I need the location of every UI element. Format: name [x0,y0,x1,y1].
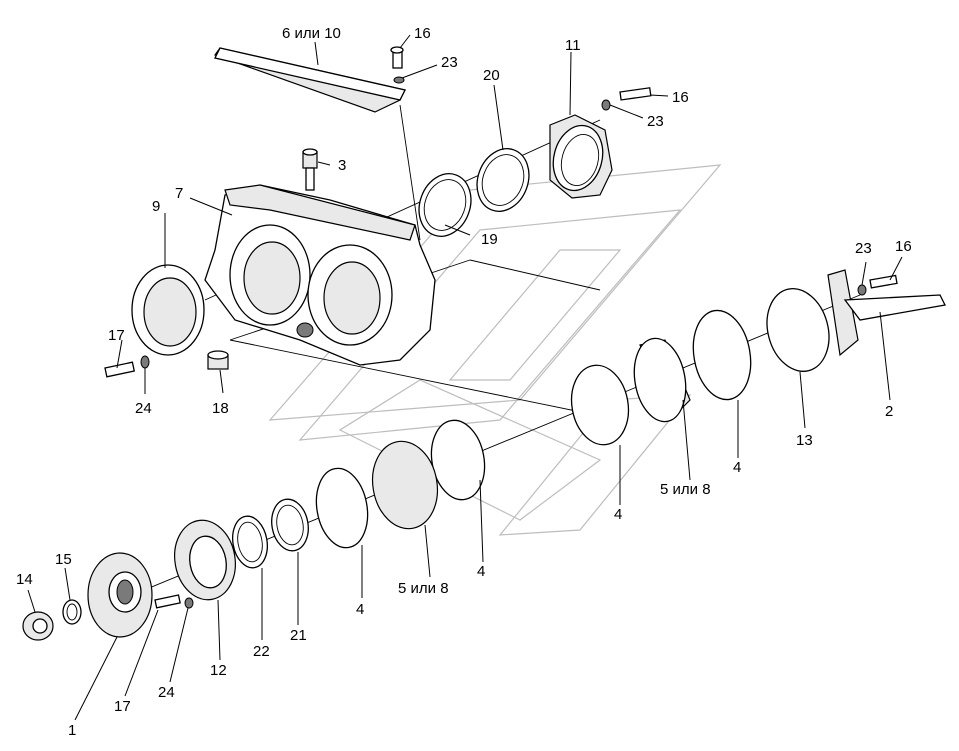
callout-20: 20 [483,67,500,84]
part-flange-cover [549,114,613,199]
part-washer [62,599,82,625]
part-bolt-upper-right [601,87,652,111]
callout-1: 1 [68,722,76,739]
callout-5-middle: 5 или 8 [398,580,449,597]
part-bolt-lower [154,594,194,609]
callout-14: 14 [16,571,33,588]
callout-23-upper-right: 23 [647,113,664,130]
callout-19: 19 [481,231,498,248]
callout-17-left: 17 [108,327,125,344]
callout-23-top: 23 [441,54,458,71]
part-nut [22,611,54,641]
part-rings-lower [232,498,309,569]
part-bolt-top [390,46,405,84]
callout-18: 18 [212,400,229,417]
callout-4-far-right: 4 [733,459,741,476]
callout-4-middle: 4 [477,563,485,580]
callout-9: 11 [565,37,581,54]
callout-2: 2 [885,403,893,420]
part-plug [207,350,229,370]
callout-labels: 6 или 10 16 23 3 7 9 17 24 18 19 20 11 1… [16,25,912,739]
part-seal-flange [174,519,236,601]
callout-4-right: 4 [614,506,622,523]
callout-7: 7 [175,185,183,202]
callout-3: 3 [338,157,346,174]
callout-24-lower: 24 [158,684,175,701]
callout-16-upper-right: 16 [672,89,689,106]
callout-11: 9 [152,198,160,215]
callout-17-lower: 17 [114,698,131,715]
callout-6: 6 или 10 [282,25,341,42]
callout-23-right: 23 [855,240,872,257]
part-sleeve-right [570,309,752,446]
callout-24-left: 24 [135,400,152,417]
part-end-plate [766,288,830,372]
part-rings-upper [418,148,530,237]
part-sleeve-middle [315,419,486,549]
callout-15: 15 [55,551,72,568]
part-side-cover [131,264,205,356]
callout-4-left: 4 [356,601,364,618]
callout-16-top: 16 [414,25,431,42]
part-cover-plate [214,47,406,113]
callout-13: 13 [796,432,813,449]
leader-lines [27,34,903,721]
callout-5-right: 5 или 8 [660,481,711,498]
part-breather [302,148,318,191]
part-hub [87,552,153,638]
part-housing [204,184,436,366]
callout-12: 12 [210,662,227,679]
part-bolt-left [104,355,150,378]
callout-22: 22 [253,643,270,660]
part-bracket [827,269,946,357]
callout-16-right: 16 [895,238,912,255]
callout-21: 21 [290,627,307,644]
